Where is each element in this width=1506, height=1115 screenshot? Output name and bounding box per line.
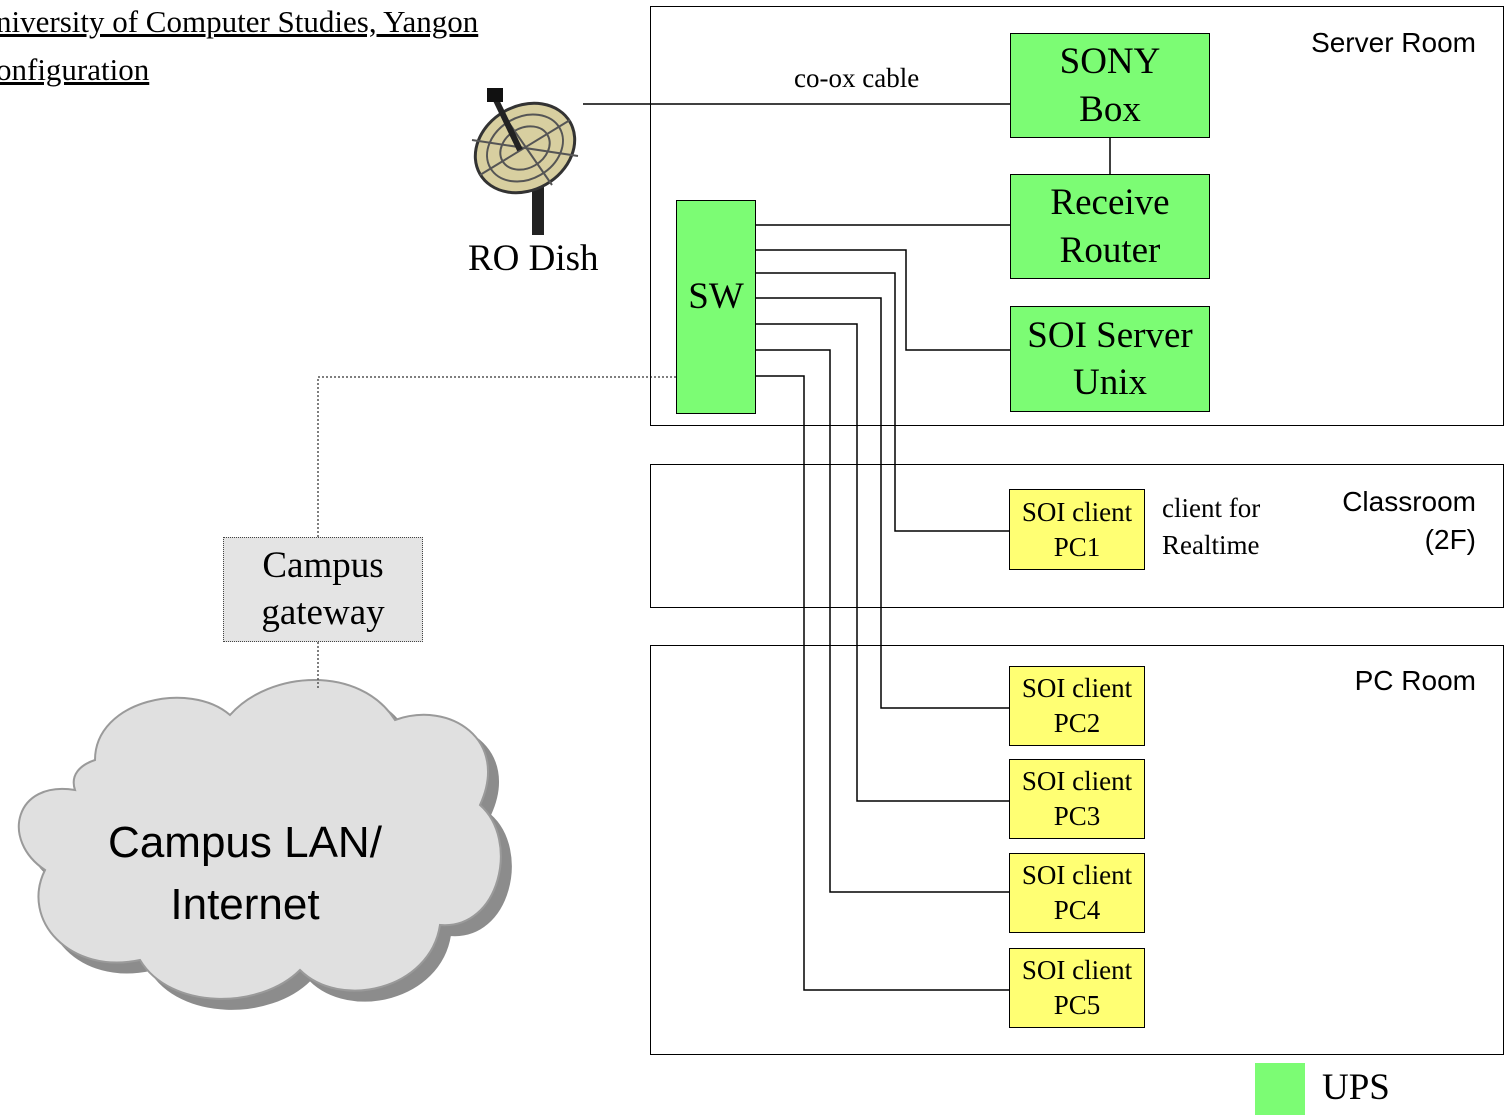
pc2-label-1: SOI client — [1021, 673, 1133, 704]
pc2-label-2: PC2 — [1053, 708, 1101, 738]
pc3-label-2: PC3 — [1053, 801, 1101, 831]
classroom-floor-label: (2F) — [1424, 524, 1476, 555]
server-label-2: Unix — [1073, 362, 1147, 403]
cloud-label-line1: Campus LAN/ — [108, 818, 382, 867]
legend-label: UPS — [1322, 1067, 1390, 1108]
cable-label: co-ox cable — [794, 63, 920, 93]
pc4-label-1: SOI client — [1021, 860, 1133, 891]
dish-label: RO Dish — [468, 238, 599, 279]
client-pc1-node: SOI client PC1 — [1009, 489, 1145, 570]
sw-server-wire — [755, 249, 1010, 351]
header-title-line1: niversity of Computer Studies, Yangon — [0, 4, 479, 39]
switch-node: SW — [676, 200, 756, 414]
wire-group — [583, 103, 1111, 991]
sony-box-label-2: Box — [1079, 88, 1141, 130]
router-label-2: Router — [1059, 229, 1161, 271]
server-room-label: Server Room — [1311, 27, 1476, 58]
pc3-label-1: SOI client — [1021, 766, 1133, 797]
pc-room — [650, 645, 1504, 1055]
header-title-line2: onfiguration — [0, 52, 150, 87]
server-label-1: SOI Server — [1027, 314, 1193, 356]
sw-pc2-wire — [755, 297, 1009, 709]
client-pc4-node: SOI client PC4 — [1009, 853, 1145, 933]
satellite-dish-icon — [471, 88, 579, 235]
pc-room-label: PC Room — [1354, 665, 1476, 696]
sony-box-label-1: SONY — [1059, 41, 1161, 83]
classroom-label: Classroom — [1342, 486, 1476, 517]
sw-pc1-wire — [755, 272, 1009, 532]
sw-pc3-wire — [755, 323, 1009, 802]
pc4-label-2: PC4 — [1053, 895, 1101, 925]
client-pc2-node: SOI client PC2 — [1009, 666, 1145, 746]
sony-box-node: SONY Box — [1010, 33, 1210, 138]
pc5-label-1: SOI client — [1021, 955, 1133, 986]
receive-router-node: Receive Router — [1010, 174, 1210, 279]
server-room — [650, 6, 1504, 426]
pc1-label-1: SOI client — [1021, 496, 1133, 527]
router-label-1: Receive — [1050, 182, 1170, 224]
pc1-note-line2: Realtime — [1162, 530, 1260, 561]
cloud-shape — [18, 679, 502, 1000]
classroom — [650, 464, 1504, 608]
switch-label: SW — [688, 276, 744, 318]
cloud-label-line2: Internet — [170, 879, 320, 929]
pc1-note-line1: client for — [1162, 493, 1261, 523]
pc1-label-2: PC1 — [1053, 531, 1101, 562]
client-pc5-node: SOI client PC5 — [1009, 948, 1145, 1028]
gateway-label-2: gateway — [261, 591, 385, 633]
soi-server-node: SOI Server Unix — [1010, 306, 1210, 412]
campus-gateway-node: Campus gateway — [223, 537, 423, 642]
sw-pc4-wire — [755, 349, 1009, 893]
cloud-label: Campus LAN/ Internet — [60, 812, 430, 935]
legend-swatch — [1255, 1063, 1305, 1115]
pc5-label-2: PC5 — [1053, 990, 1101, 1020]
pc1-note: client for Realtime — [1162, 490, 1260, 565]
client-pc3-node: SOI client PC3 — [1009, 759, 1145, 839]
sw-pc5-wire — [755, 375, 1009, 991]
gateway-label-1: Campus — [262, 545, 384, 587]
campus-link — [317, 376, 676, 690]
